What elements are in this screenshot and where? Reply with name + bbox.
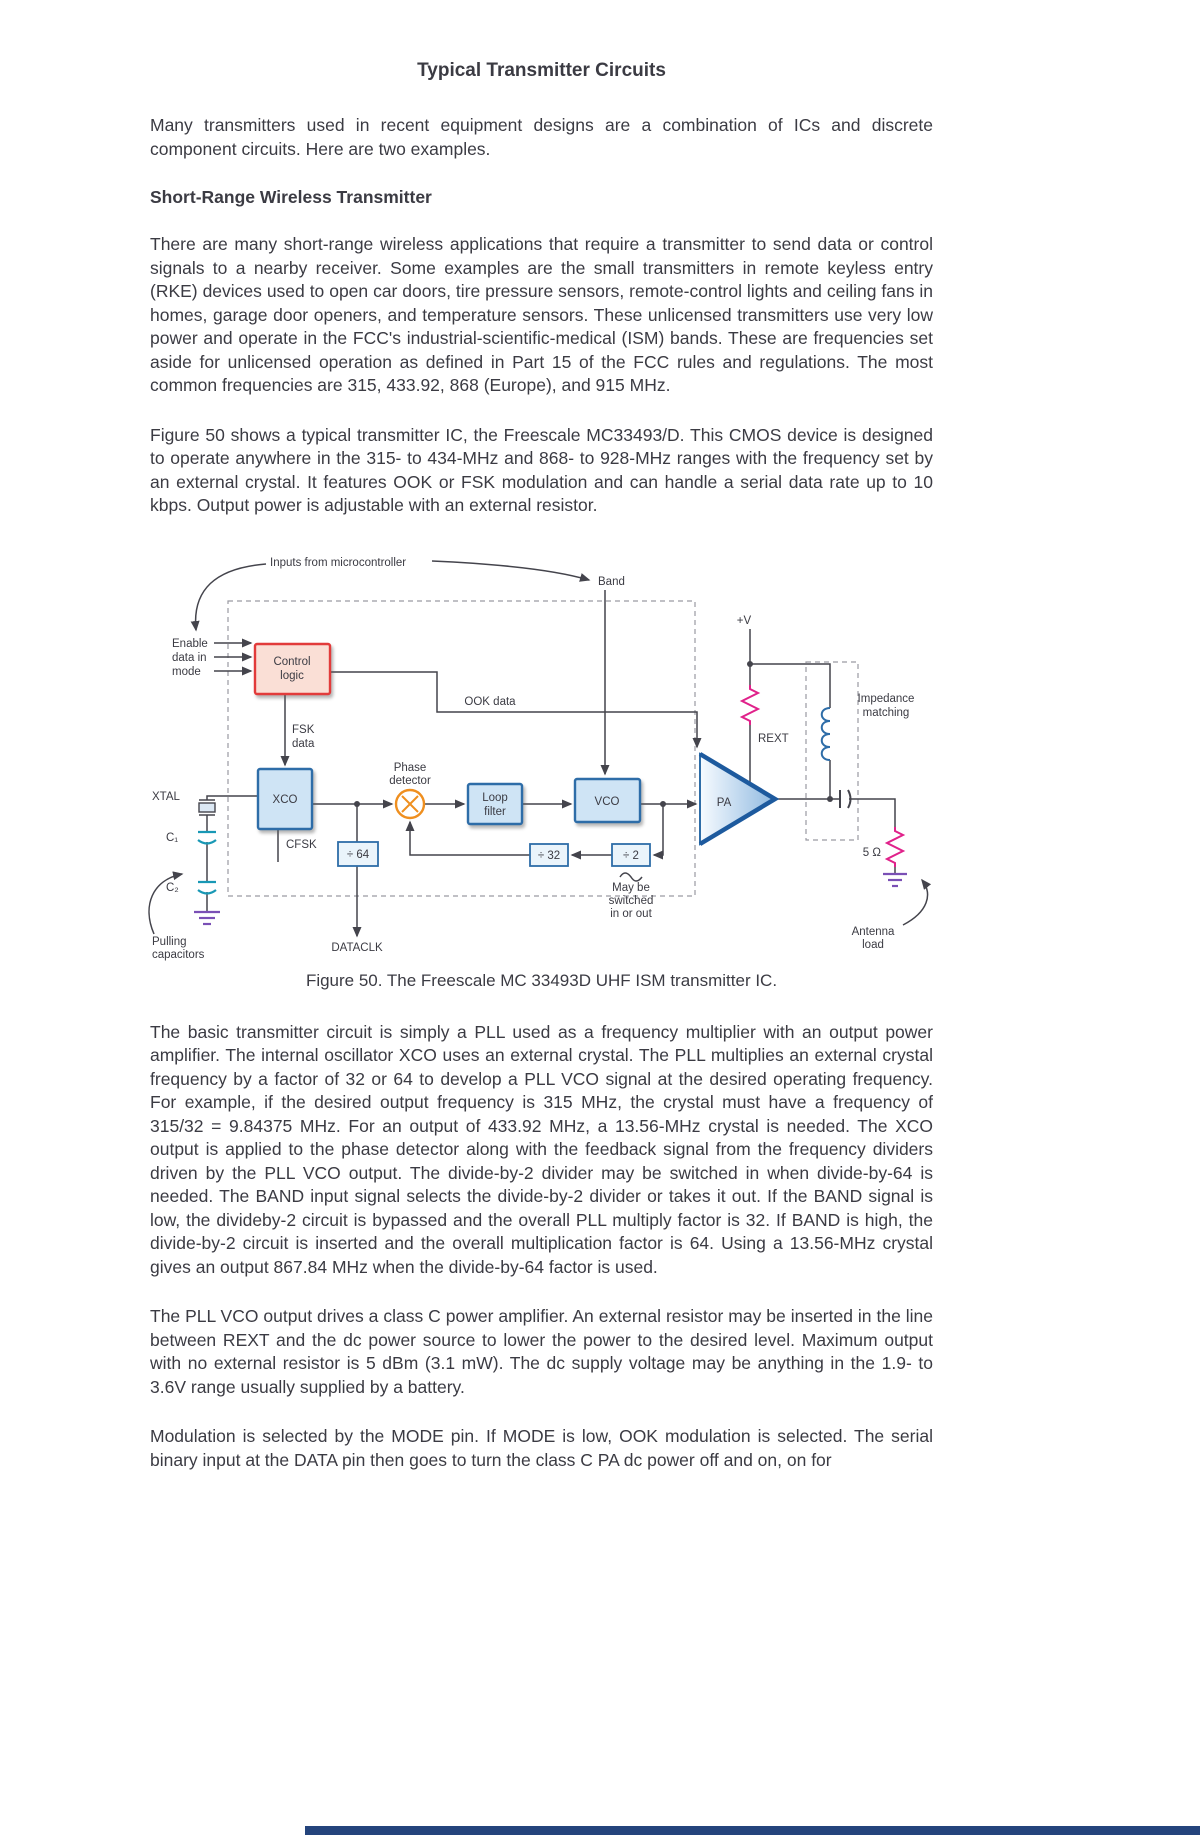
inputs-from-mcu-label: Inputs from microcontroller xyxy=(270,557,406,569)
mcu-pointer-right-arrow xyxy=(431,559,591,582)
switch-symbol xyxy=(619,871,643,882)
cfsk-label: CFSK xyxy=(286,839,317,851)
control-logic-block: Control logic xyxy=(253,642,332,695)
crystal-symbol xyxy=(198,798,216,816)
fsk-data-label: FSK xyxy=(292,724,315,736)
antenna-load-resistor xyxy=(884,826,906,867)
document-content: Typical Transmitter Circuits Many transm… xyxy=(140,60,933,1470)
div32-to-phase-wire xyxy=(405,820,530,856)
antenna-load-label: Antenna xyxy=(852,926,895,938)
junction-dot xyxy=(660,800,666,807)
pulling-caps-pointer-arrow xyxy=(148,870,184,934)
switch-note-label: switched xyxy=(609,895,654,907)
five-ohm-label: 5 Ω xyxy=(863,847,882,859)
phase-detector-symbol xyxy=(394,788,426,819)
control-logic-label: logic xyxy=(280,670,304,682)
circuit-diagram: Control logic XCO Loop filter VCO xyxy=(148,557,932,961)
mode-label: mode xyxy=(172,666,201,678)
div64-label: ÷ 64 xyxy=(347,849,370,861)
crystal-ground-symbol xyxy=(194,910,220,925)
div64-block: ÷ 64 xyxy=(337,840,379,867)
rext-label: REXT xyxy=(758,733,789,745)
antenna-load-pointer-arrow xyxy=(902,878,932,926)
vco-block: VCO xyxy=(573,777,642,823)
loop-filter-block: Loop filter xyxy=(466,782,524,825)
pulling-capacitors-label: capacitors xyxy=(152,949,205,961)
xtal-to-xco-wire xyxy=(206,794,258,800)
div2-block: ÷ 2 xyxy=(611,842,651,867)
xco-label: XCO xyxy=(273,794,298,806)
intro-paragraph: Many transmitters used in recent equipme… xyxy=(150,115,933,159)
div32-label: ÷ 32 xyxy=(538,850,560,862)
loop-filter-label: filter xyxy=(484,806,506,818)
capacitor-c2-symbol xyxy=(197,880,217,895)
enable-label: Enable xyxy=(172,638,208,650)
junction-dot xyxy=(747,660,753,667)
phase-detector-label: detector xyxy=(389,775,431,787)
vco-label: VCO xyxy=(595,796,620,808)
pulling-capacitors-label: Pulling xyxy=(152,936,187,948)
impedance-matching-label: matching xyxy=(863,707,910,719)
pa-label: PA xyxy=(717,797,732,809)
ook-data-wire xyxy=(330,670,702,748)
xco-block: XCO xyxy=(256,767,314,830)
feedback-to-div2-wire xyxy=(652,803,664,859)
control-logic-label: Control xyxy=(273,656,310,668)
switch-note-label: May be xyxy=(612,882,650,894)
junction-dot xyxy=(827,795,833,802)
page-title: Typical Transmitter Circuits xyxy=(417,60,666,81)
xtal-label: XTAL xyxy=(152,791,181,803)
mcu-pointer-left-arrow xyxy=(190,562,267,631)
band-label: Band xyxy=(598,576,625,588)
ic-boundary-box xyxy=(227,599,696,897)
switch-note-label: in or out xyxy=(610,908,652,920)
phase-detector-label: Phase xyxy=(394,762,427,774)
pa-amplifier: PA xyxy=(698,751,780,846)
capacitor-c1-symbol xyxy=(197,830,217,845)
figure-intro-paragraph: Figure 50 shows a typical transmitter IC… xyxy=(150,424,933,516)
ook-data-label: OOK data xyxy=(464,696,516,708)
loop-filter-label: Loop xyxy=(482,792,508,804)
rext-resistor xyxy=(739,684,761,725)
figure-caption: Figure 50. The Freescale MC 33493D UHF I… xyxy=(305,970,778,990)
div32-block: ÷ 32 xyxy=(529,842,569,867)
c2-label: C₂ xyxy=(166,882,179,894)
data-in-label: data in xyxy=(172,652,207,664)
div2-label: ÷ 2 xyxy=(623,850,639,862)
coupling-capacitor xyxy=(839,789,852,808)
operation-paragraph: The basic transmitter circuit is simply … xyxy=(150,1021,933,1277)
supply-to-matching-wire xyxy=(750,662,831,708)
section-heading: Short-Range Wireless Transmitter xyxy=(150,187,432,207)
page-edge-bar xyxy=(305,1826,1200,1835)
antenna-ground-symbol xyxy=(883,872,907,887)
impedance-matching-box xyxy=(805,660,859,841)
modulation-paragraph: Modulation is selected by the MODE pin. … xyxy=(150,1426,933,1470)
impedance-matching-label: Impedance xyxy=(858,693,915,705)
c1-label: C₁ xyxy=(166,832,178,844)
figure-50: Control logic XCO Loop filter VCO xyxy=(140,544,933,969)
power-paragraph: The PLL VCO output drives a class C powe… xyxy=(150,1306,933,1397)
applications-paragraph: There are many short-range wireless appl… xyxy=(150,234,933,395)
fsk-data-label: data xyxy=(292,738,315,750)
dataclk-label: DATACLK xyxy=(331,942,383,954)
antenna-feed-wire xyxy=(849,797,896,827)
junction-dot xyxy=(354,800,360,807)
antenna-load-label: load xyxy=(862,939,884,951)
plus-v-label: +V xyxy=(737,615,752,627)
matching-inductor xyxy=(820,706,831,761)
